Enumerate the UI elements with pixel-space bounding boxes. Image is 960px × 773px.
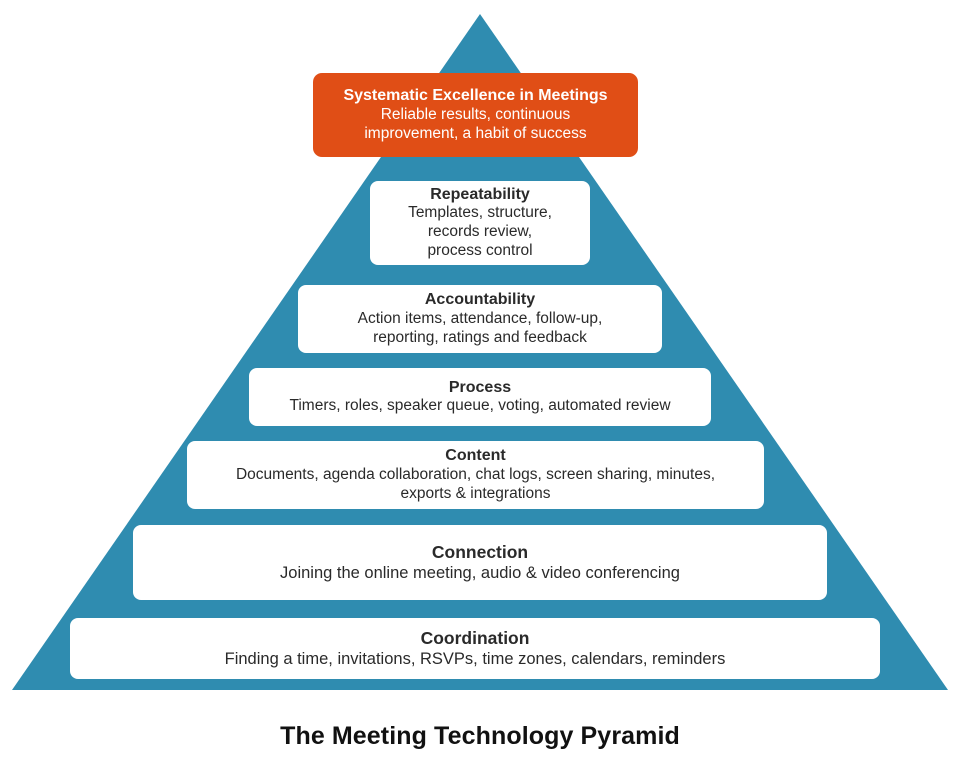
level-description: Templates, structure, records review, pr… [408,204,552,260]
level-title: Accountability [424,291,536,309]
level-title: Connection [431,541,529,562]
level-accountability: Accountability Action items, attendance,… [298,285,662,353]
level-content: Content Documents, agenda collaboration,… [187,441,764,509]
level-description: Reliable results, continuous improvement… [364,105,587,142]
level-connection: Connection Joining the online meeting, a… [133,525,827,600]
level-description: Documents, agenda collaboration, chat lo… [235,465,716,502]
level-process: Process Timers, roles, speaker queue, vo… [249,368,711,426]
level-repeatability: Repeatability Templates, structure, reco… [370,181,590,265]
level-title: Systematic Excellence in Meetings [343,87,608,105]
level-title: Coordination [420,627,530,648]
level-description: Finding a time, invitations, RSVPs, time… [224,650,726,669]
level-description: Joining the online meeting, audio & vide… [280,564,680,583]
level-title: Content [445,447,506,465]
level-title: Repeatability [430,185,530,203]
level-description: Action items, attendance, follow-up, rep… [357,309,603,346]
level-description: Timers, roles, speaker queue, voting, au… [289,397,671,415]
diagram-caption: The Meeting Technology Pyramid [280,722,680,750]
level-systematic-excellence: Systematic Excellence in Meetings Reliab… [313,73,638,157]
level-coordination: Coordination Finding a time, invitations… [70,618,880,679]
level-title: Process [448,378,512,396]
